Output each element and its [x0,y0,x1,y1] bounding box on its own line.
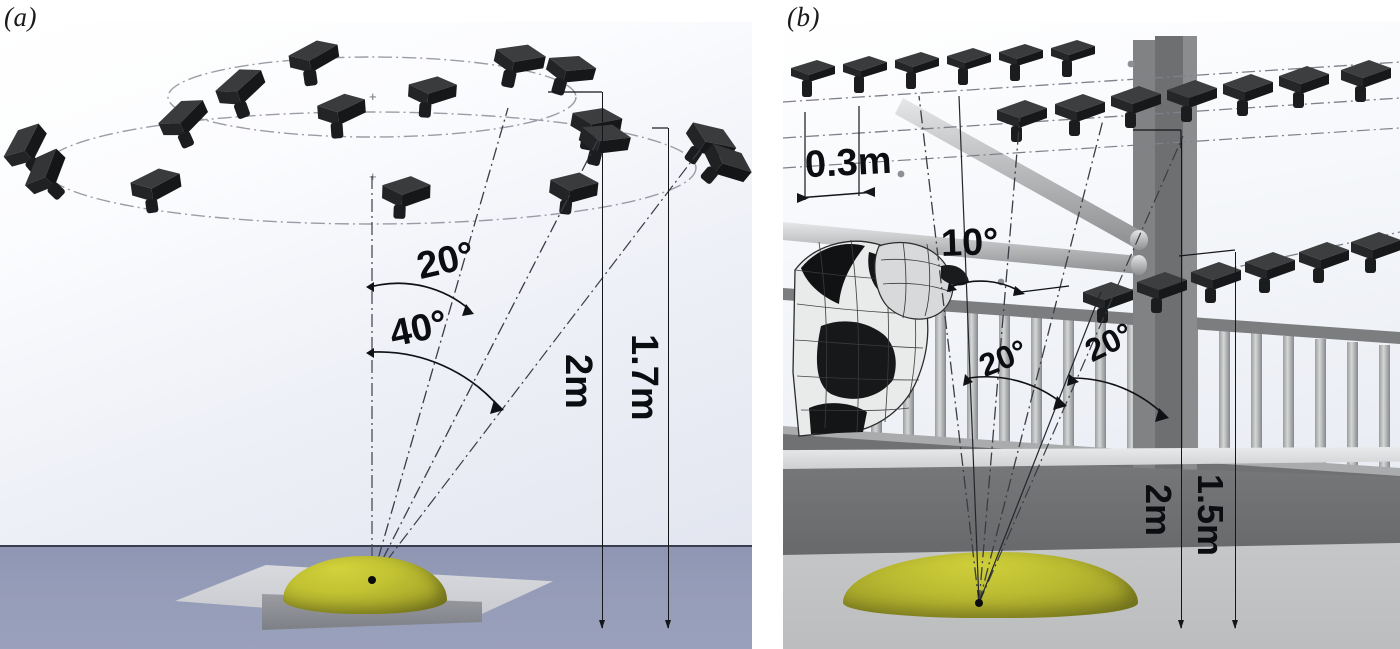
camera-b-13 [1339,56,1395,112]
ring-center-upper-icon: + [369,89,377,104]
dimension-line-1p7m [668,128,670,628]
panel-b: (b) [783,0,1400,649]
camera-b-19 [1349,228,1400,282]
camera-a-9 [2,122,60,182]
camera-b-11 [1221,70,1277,126]
camera-a-3 [489,38,547,96]
camera-b-2 [841,52,891,102]
dimension-line-1p5m [1235,252,1237,628]
camera-a-16 [694,140,752,198]
camera-a-11 [128,165,186,219]
camera-b-7 [995,96,1051,152]
panel-b-label: (b) [787,2,820,32]
panel-a-label: (a) [4,2,37,32]
camera-a-13 [545,168,601,222]
dimension-label-2m: 2m [557,354,599,409]
dimension-label-1p5m: 1.5m [1190,474,1231,557]
dimension-arrow-2m [599,620,605,629]
camera-a-5 [541,48,597,104]
ring-center-lower-icon: + [369,169,377,184]
panel-a: (a) + + [0,2,752,649]
camera-a-1 [286,36,344,92]
dimension-label-2m-b: 2m [1138,484,1179,537]
camera-a-6 [156,96,216,152]
dome-target-a [283,556,447,614]
camera-b-6 [1049,36,1099,86]
camera-b-3 [893,48,943,98]
camera-b-9 [1109,82,1165,138]
camera-b-18 [1297,238,1353,292]
camera-b-8 [1053,90,1109,146]
camera-a-10 [22,148,80,206]
dimension-line-2m [602,92,604,628]
dimension-line-2m-b [1181,140,1183,628]
camera-a-2 [404,70,460,124]
dimension-arrow-2m-b [1178,620,1184,629]
camera-b-12 [1277,62,1333,118]
camera-b-10 [1165,76,1221,132]
dimension-arrow-1p7m [665,620,671,629]
camera-b-5 [997,40,1047,90]
angle-label-10: 10° [940,221,1000,265]
camera-a-7 [314,88,370,144]
camera-b-17 [1243,248,1299,302]
camera-b-16 [1189,258,1245,312]
camera-b-4 [945,44,995,94]
camera-b-1 [789,56,839,106]
camera-a-12 [378,172,434,226]
dimension-label-1p7m: 1.7m [623,334,665,421]
dimension-arrow-1p5m [1232,620,1238,629]
camera-b-15 [1135,268,1191,322]
dimension-label-0p3m: 0.3m [803,139,893,187]
camera-a-4 [212,64,272,124]
